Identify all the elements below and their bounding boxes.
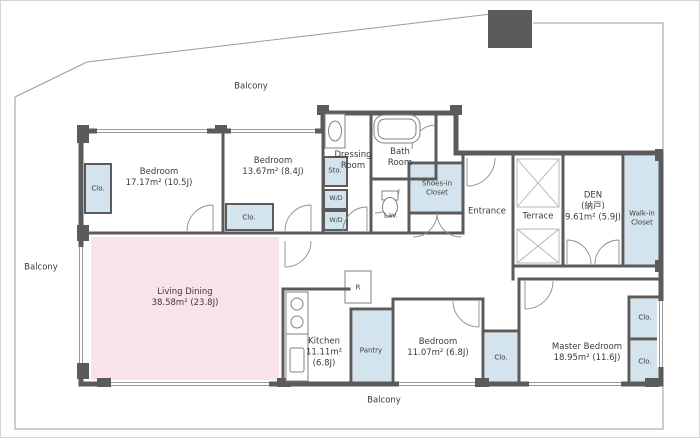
closet-north	[225, 203, 274, 231]
pillars	[77, 10, 663, 387]
bathtub-icon	[373, 114, 421, 144]
room-label-closet-mid: Clo.	[494, 353, 508, 362]
door-arc-den	[566, 239, 592, 265]
room-label-den: DEN (納戸) 9.61m² (5.9J)	[565, 190, 621, 223]
door-arc-bedroom-nw	[186, 204, 214, 232]
room-label-closet-east-upper: Clo.	[638, 313, 652, 322]
door-arc-shoes-left	[412, 212, 438, 238]
door-arc-hall	[284, 240, 312, 268]
balcony-label-top: Balcony	[234, 81, 268, 92]
interior-walls	[79, 111, 663, 386]
room-label-shoes-in-closet: Shoes-in Closet	[421, 179, 453, 196]
stove-burner-icon	[290, 297, 304, 311]
room-label-bedroom-nw: Bedroom 17.17m² (10.5J)	[125, 166, 193, 188]
refrigerator-box	[344, 270, 372, 304]
terrace-hatch	[516, 158, 560, 264]
room-label-closet-north: Clo.	[242, 213, 256, 222]
room-label-master-bedroom: Master Bedroom 18.95m² (11.6J)	[551, 341, 623, 363]
room-label-bath-room: Bath Room	[387, 146, 413, 168]
room-label-living-dining: Living Dining 38.58m² (23.8J)	[151, 286, 219, 308]
fixtures	[285, 113, 421, 382]
room-label-wd-upper: W/D	[329, 195, 343, 203]
room-label-walk-in-closet: Walk-in Closet	[629, 209, 655, 226]
room-label-wd-lower: W/D	[329, 217, 343, 225]
stove-burner-icon	[290, 315, 304, 329]
exterior-walls	[78, 110, 664, 387]
door-arc-bedroom-s	[452, 300, 480, 328]
windows	[77, 127, 665, 388]
room-label-bedroom-n: Bedroom 13.67m² (8.4J)	[242, 155, 304, 177]
kitchen-counter-icon	[285, 291, 309, 382]
closet-east-upper-floor	[631, 299, 660, 338]
door-arc-walk-in-closet	[594, 239, 620, 265]
walk-in-closet-floor	[625, 156, 659, 265]
balcony-outline	[14, 13, 664, 430]
kitchen-sink-icon	[289, 347, 305, 373]
room-label-kitchen: Kitchen 11.11m² (6.8J)	[305, 336, 343, 369]
room-label-entrance: Entrance	[467, 206, 507, 217]
room-label-refrigerator: R	[355, 283, 361, 292]
door-arc-shoes-right	[436, 212, 462, 238]
door-arc-bedroom-n	[284, 204, 312, 232]
pantry-floor	[353, 311, 391, 383]
toilet-icon	[381, 190, 399, 217]
room-label-bedroom-s: Bedroom 11.07m² (6.8J)	[407, 336, 469, 358]
room-label-storage: Sto.	[328, 166, 342, 175]
room-label-lavatory: Lav.	[383, 211, 399, 220]
room-label-closet-west: Clo.	[91, 184, 105, 193]
door-arc-dressing	[342, 206, 368, 232]
room-label-closet-east-lower: Clo.	[638, 357, 652, 366]
balcony-label-bottom: Balcony	[367, 395, 401, 406]
closet-west	[84, 163, 112, 214]
washbasin-icon	[324, 113, 346, 149]
door-arc-entrance	[466, 157, 496, 187]
room-label-dressing-room: Dressing Room	[334, 149, 372, 171]
closet-east-lower-floor	[631, 341, 660, 383]
room-label-terrace: Terrace	[522, 211, 554, 222]
balcony-label-left: Balcony	[24, 262, 58, 273]
room-label-pantry: Pantry	[359, 346, 383, 355]
door-arc-master	[524, 280, 554, 310]
closet-mid-floor	[485, 333, 518, 383]
living-dining-floor	[91, 237, 279, 380]
